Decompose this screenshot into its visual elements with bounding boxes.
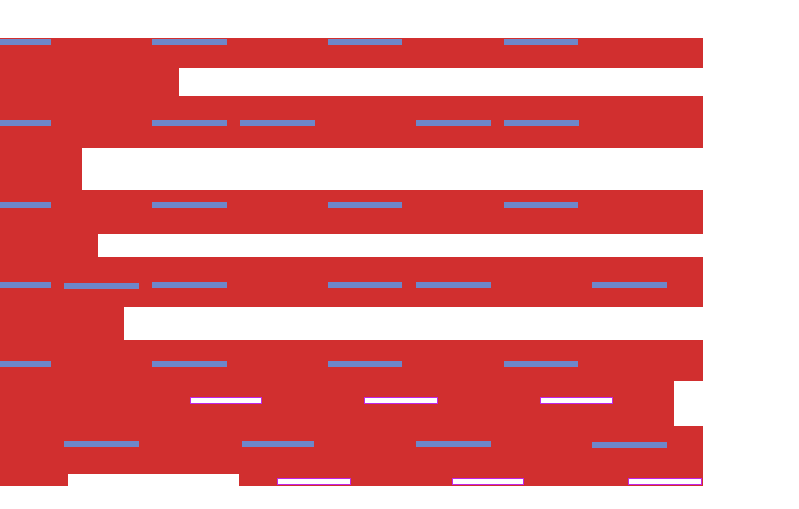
blue-link-underline-bar <box>416 120 491 126</box>
blue-link-underline-bar <box>152 361 227 367</box>
red-content-block <box>0 307 124 340</box>
blue-link-underline-bar <box>592 282 667 288</box>
blue-link-underline-bar <box>592 442 667 448</box>
magenta-outlined-bar <box>628 478 702 485</box>
blue-link-underline-bar <box>504 202 578 208</box>
blue-link-underline-bar <box>0 282 51 288</box>
blue-link-underline-bar <box>152 39 227 45</box>
magenta-outlined-bar <box>277 478 351 485</box>
red-content-block <box>0 68 179 96</box>
blue-link-underline-bar <box>0 120 51 126</box>
blue-link-underline-bar <box>504 361 578 367</box>
blue-link-underline-bar <box>504 39 578 45</box>
red-content-block <box>0 426 703 474</box>
red-content-block <box>0 190 703 234</box>
magenta-outlined-bar <box>540 397 613 404</box>
blue-link-underline-bar <box>0 39 51 45</box>
red-content-block <box>0 474 68 486</box>
magenta-outlined-bar <box>452 478 524 485</box>
blue-link-underline-bar <box>64 441 139 447</box>
blue-link-underline-bar <box>328 39 402 45</box>
blue-link-underline-bar <box>416 282 491 288</box>
red-content-block <box>0 96 703 148</box>
red-content-block <box>0 234 98 257</box>
blue-link-underline-bar <box>328 282 402 288</box>
blue-link-underline-bar <box>0 361 51 367</box>
blue-link-underline-bar <box>152 202 227 208</box>
red-content-block <box>0 340 703 381</box>
blue-link-underline-bar <box>416 441 491 447</box>
blue-link-underline-bar <box>504 120 579 126</box>
blue-link-underline-bar <box>152 120 227 126</box>
red-content-block <box>0 148 82 190</box>
magenta-outlined-bar <box>364 397 438 404</box>
magenta-outlined-bar <box>190 397 262 404</box>
blue-link-underline-bar <box>240 120 315 126</box>
blue-link-underline-bar <box>0 202 51 208</box>
blue-link-underline-bar <box>64 283 139 289</box>
blue-link-underline-bar <box>328 361 402 367</box>
blue-link-underline-bar <box>328 202 402 208</box>
blue-link-underline-bar <box>152 282 227 288</box>
blue-link-underline-bar <box>242 441 314 447</box>
